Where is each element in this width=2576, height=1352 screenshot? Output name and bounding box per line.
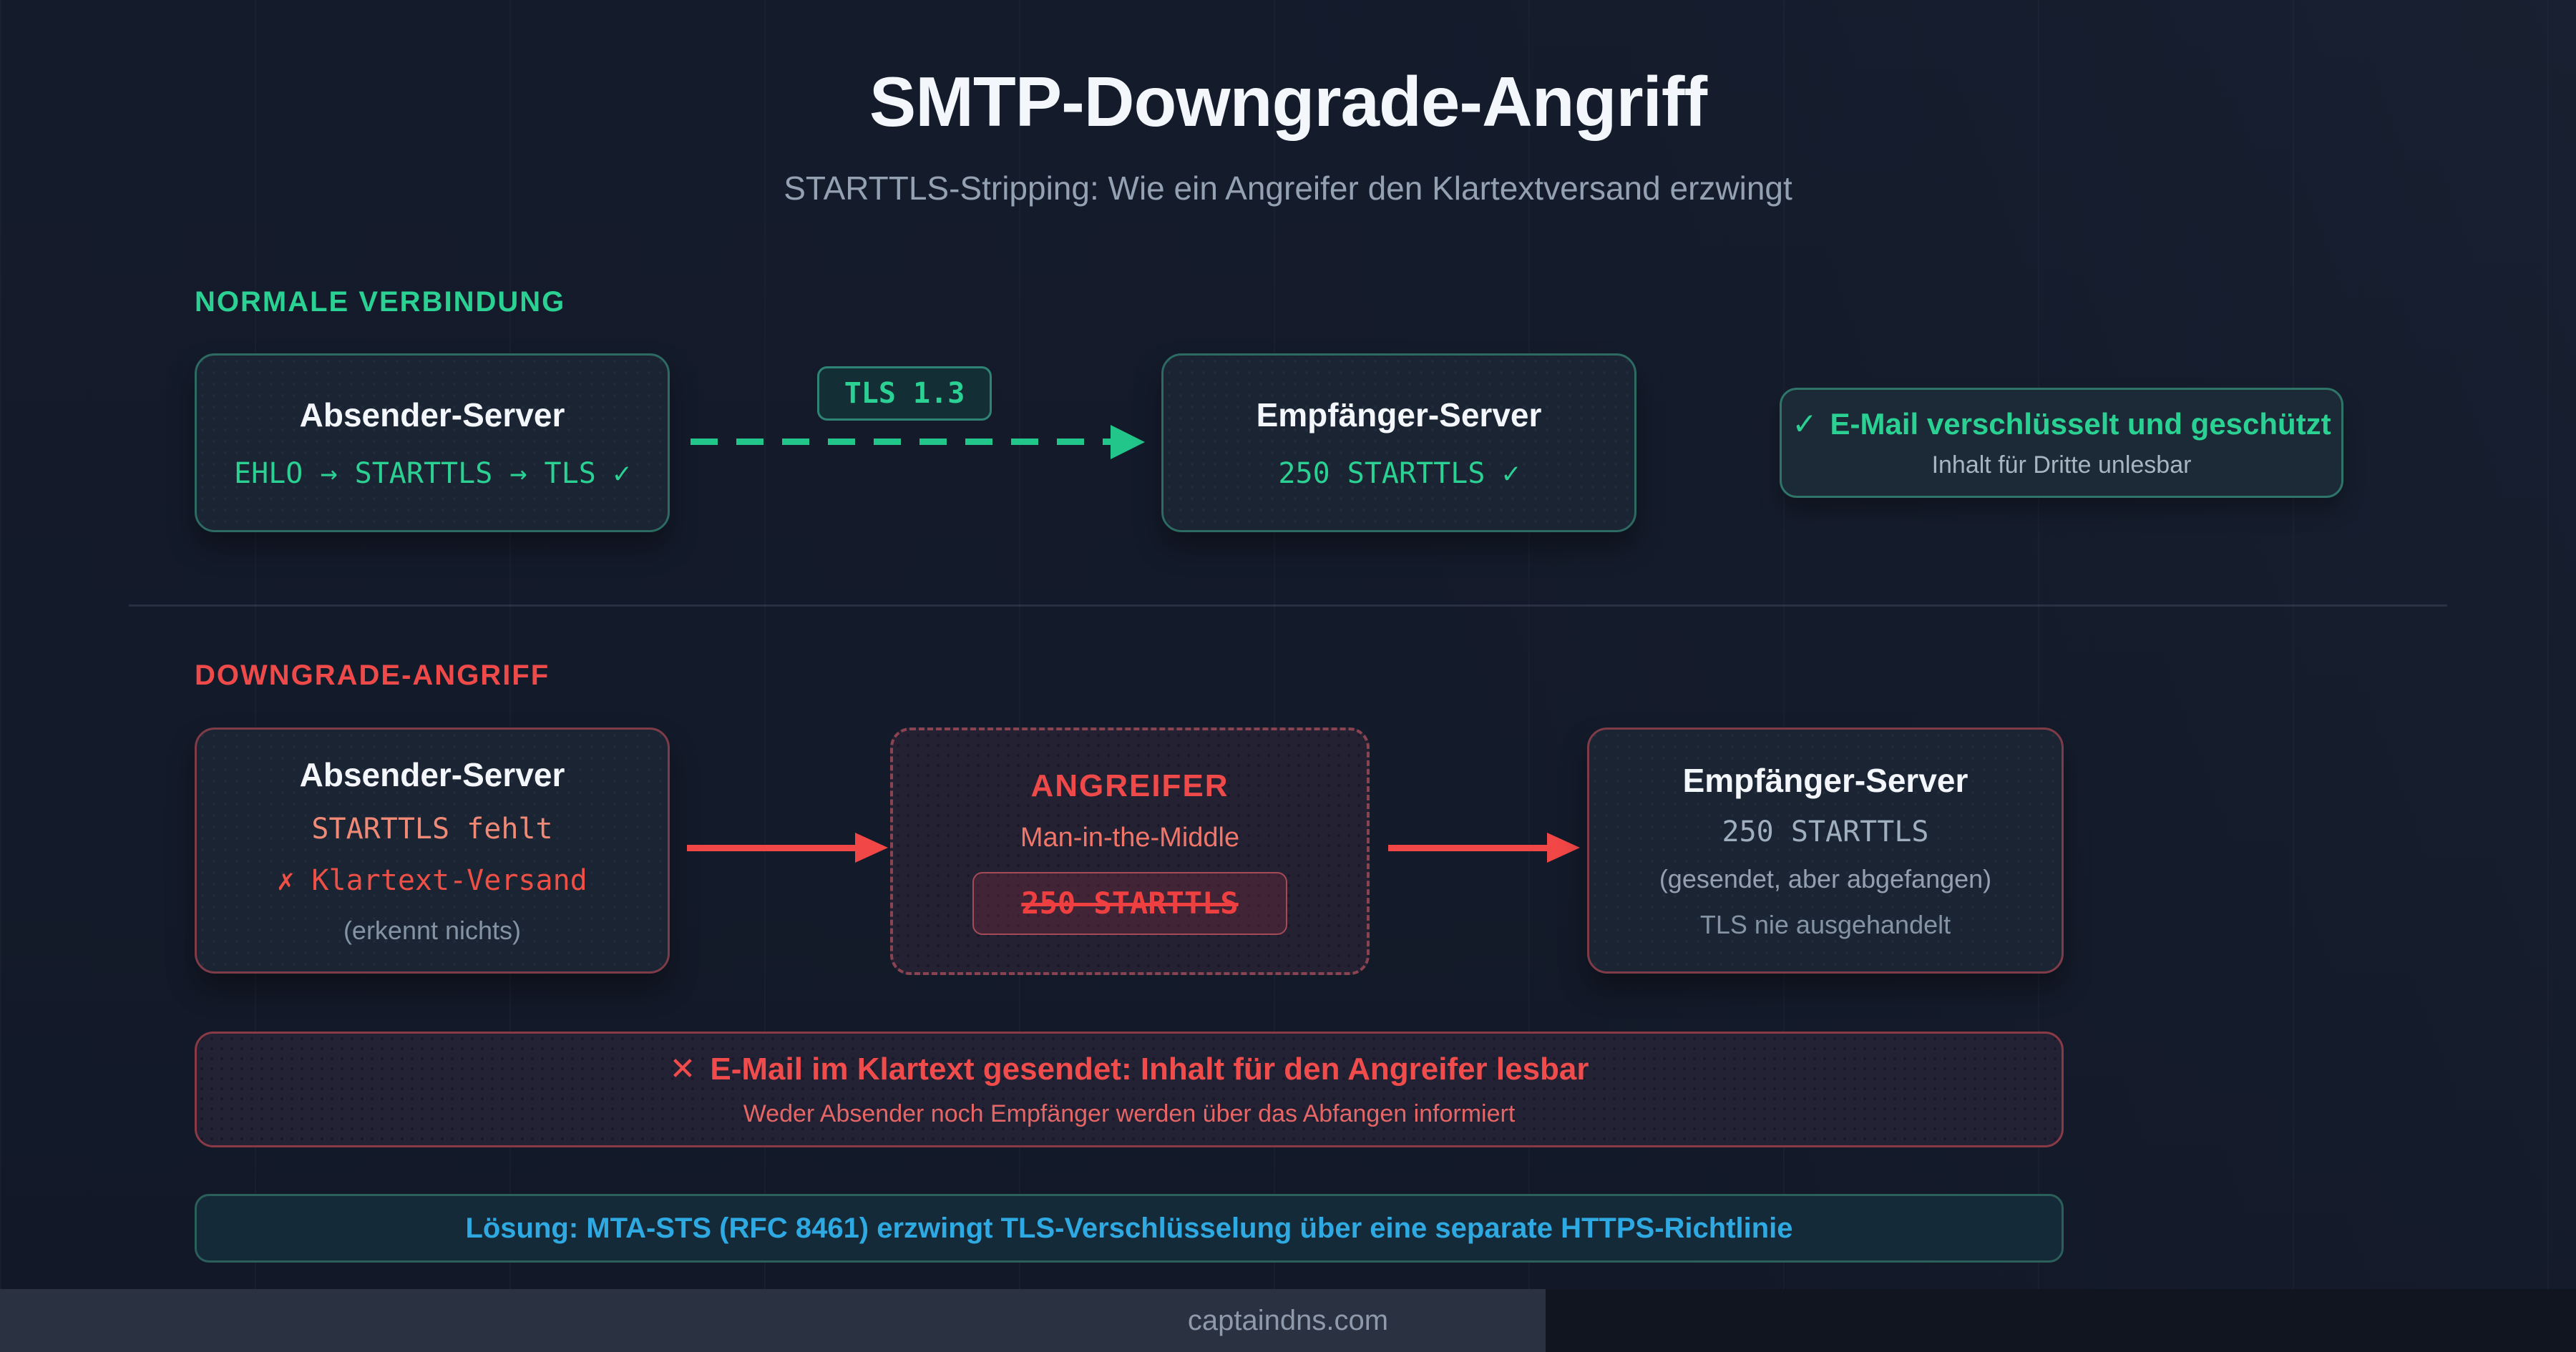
section-divider [129, 604, 2447, 607]
success-title: E-Mail verschlüsselt und geschützt [1830, 406, 2331, 441]
attacker-subtitle: Man-in-the-Middle [1020, 822, 1240, 853]
stripped-starttls-chip: 250 STARTTLS [972, 871, 1287, 935]
normal-receiver-title: Empfänger-Server [1256, 396, 1542, 433]
encrypted-connection-arrow-head-icon [1111, 425, 1145, 459]
plaintext-alert-box: ✕ E-Mail im Klartext gesendet: Inhalt fü… [195, 1032, 2064, 1147]
encryption-success-box: ✓ E-Mail verschlüsselt und geschützt Inh… [1780, 388, 2343, 498]
attack-sender-server-box: Absender-Server STARTTLS fehlt ✗ Klartex… [195, 728, 670, 974]
attack-sender-line2: ✗ Klartext-Versand [277, 864, 587, 897]
attacker-mitm-box: ANGREIFER Man-in-the-Middle 250 STARTTLS [890, 728, 1370, 975]
encrypted-connection-arrow-line [691, 439, 1111, 445]
attack-sender-title: Absender-Server [299, 756, 565, 793]
normal-sender-title: Absender-Server [299, 396, 565, 433]
attack-receiver-line3: TLS nie ausgehandelt [1699, 910, 1951, 939]
check-icon: ✓ [1792, 407, 1818, 441]
section-label-normal: NORMALE VERBINDUNG [195, 286, 566, 318]
attack-arrow-2-line [1388, 845, 1547, 851]
footer-band [0, 1289, 1546, 1352]
alert-subtitle: Weder Absender noch Empfänger werden übe… [743, 1100, 1516, 1127]
attack-receiver-line1: 250 STARTTLS [1722, 815, 1929, 848]
tls-version-badge: TLS 1.3 [817, 366, 992, 421]
attack-arrow-1-head-icon [855, 833, 888, 863]
x-icon: ✕ [669, 1052, 696, 1087]
section-label-attack: DOWNGRADE-ANGRIFF [195, 660, 550, 691]
success-subtitle: Inhalt für Dritte unlesbar [1931, 451, 2192, 479]
footer-dark-strip [1546, 1289, 2576, 1352]
page-title: SMTP-Downgrade-Angriff [869, 62, 1707, 141]
attacker-title: ANGREIFER [1030, 768, 1229, 803]
attack-sender-line3: (erkennt nichts) [343, 916, 522, 945]
solution-text: Lösung: MTA-STS (RFC 8461) erzwingt TLS-… [465, 1212, 1793, 1244]
attack-receiver-server-box: Empfänger-Server 250 STARTTLS (gesendet,… [1587, 728, 2064, 974]
normal-receiver-status: 250 STARTTLS ✓ [1278, 457, 1520, 490]
attack-receiver-title: Empfänger-Server [1682, 762, 1968, 799]
normal-sender-status: EHLO → STARTTLS → TLS ✓ [234, 457, 630, 490]
solution-box: Lösung: MTA-STS (RFC 8461) erzwingt TLS-… [195, 1194, 2064, 1263]
attack-arrow-2-head-icon [1547, 833, 1580, 863]
normal-sender-server-box: Absender-Server EHLO → STARTTLS → TLS ✓ [195, 353, 670, 532]
attack-receiver-line2: (gesendet, aber abgefangen) [1659, 864, 1992, 893]
footer-text: captaindns.com [1187, 1305, 1389, 1336]
page-subtitle: STARTTLS-Stripping: Wie ein Angreifer de… [784, 170, 1792, 207]
attack-arrow-1-line [687, 845, 855, 851]
normal-receiver-server-box: Empfänger-Server 250 STARTTLS ✓ [1161, 353, 1636, 532]
alert-title: E-Mail im Klartext gesendet: Inhalt für … [710, 1051, 1589, 1087]
attack-sender-line1: STARTTLS fehlt [311, 813, 553, 846]
